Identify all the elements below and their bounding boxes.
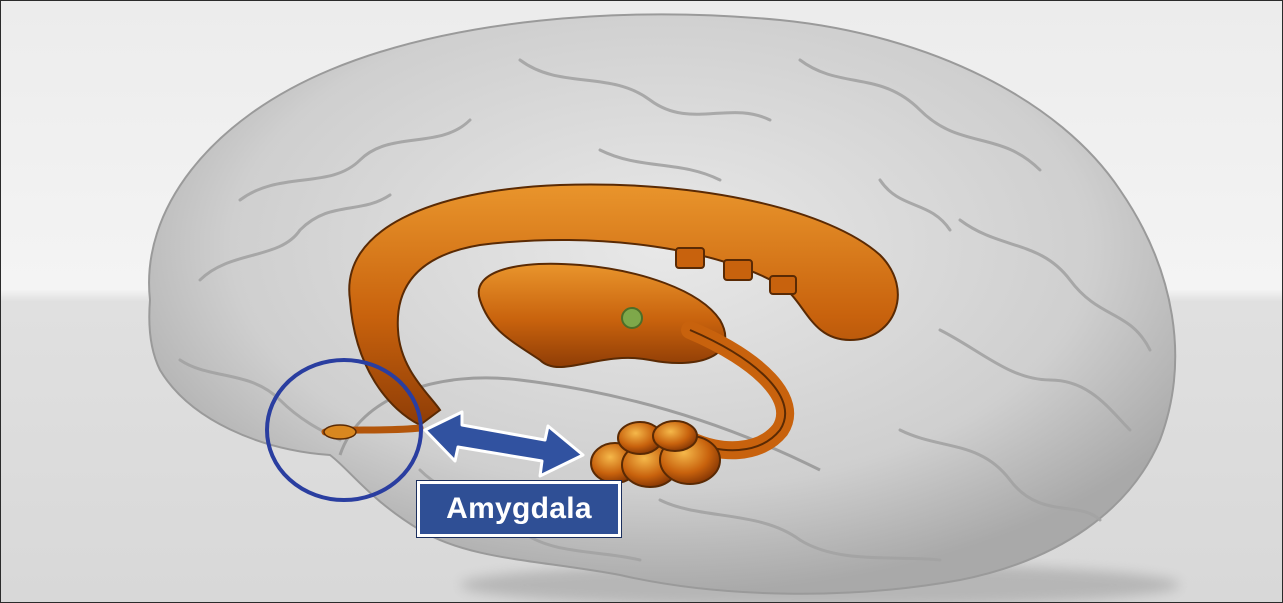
olfactory-bulb — [324, 425, 356, 439]
amygdala-label: Amygdala — [417, 481, 621, 537]
mammillary-dot — [622, 308, 642, 328]
